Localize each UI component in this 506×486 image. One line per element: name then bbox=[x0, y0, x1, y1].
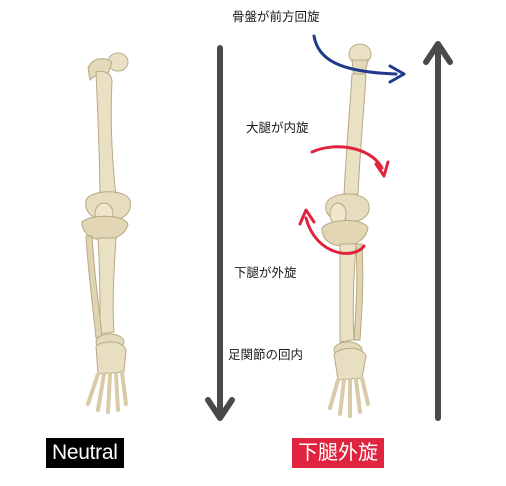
rotated-leg bbox=[321, 43, 372, 418]
neutral-label: Neutral bbox=[46, 438, 124, 468]
pelvis-rotation-arrow-icon bbox=[312, 34, 406, 84]
up-arrow-icon bbox=[423, 41, 453, 421]
neutral-leg bbox=[81, 52, 131, 414]
tibial-external-rotation-label: 下腿外旋 bbox=[292, 438, 384, 468]
pelvis-annotation: 骨盤が前方回旋 bbox=[232, 9, 320, 24]
femur-rotation-arrow-icon bbox=[310, 145, 390, 178]
tibia-rotation-arrow-icon bbox=[298, 208, 366, 255]
down-arrow-icon bbox=[205, 45, 235, 421]
tibia-annotation: 下腿が外旋 bbox=[234, 265, 297, 280]
ankle-annotation: 足関節の回内 bbox=[228, 347, 304, 362]
femur-annotation: 大腿が内旋 bbox=[246, 120, 309, 135]
